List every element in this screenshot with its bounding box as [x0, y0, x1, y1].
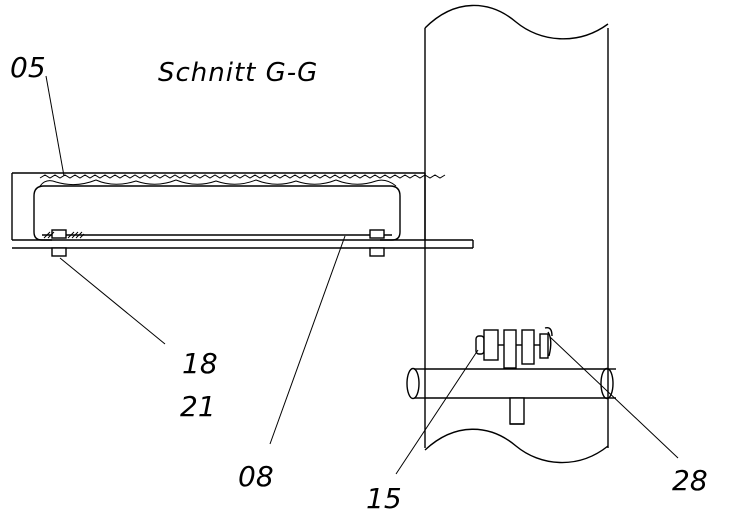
vertical-post — [424, 4, 609, 464]
label-05: 05 — [10, 51, 46, 84]
clamp-bolt-assembly — [475, 326, 553, 369]
mounting-tray — [11, 172, 474, 257]
horizontal-tube — [406, 367, 616, 425]
leader-05 — [45, 75, 65, 177]
leader-lines — [45, 75, 679, 475]
label-08: 08 — [238, 460, 274, 493]
leader-08 — [269, 235, 346, 445]
leader-28 — [549, 336, 679, 459]
label-18: 18 — [182, 347, 218, 380]
section-title: Schnitt G-G — [158, 58, 318, 88]
label-28: 28 — [672, 464, 708, 497]
label-21: 21 — [180, 390, 216, 423]
label-15: 15 — [366, 482, 402, 515]
leader-18-21 — [59, 257, 166, 345]
leader-15 — [395, 349, 479, 475]
